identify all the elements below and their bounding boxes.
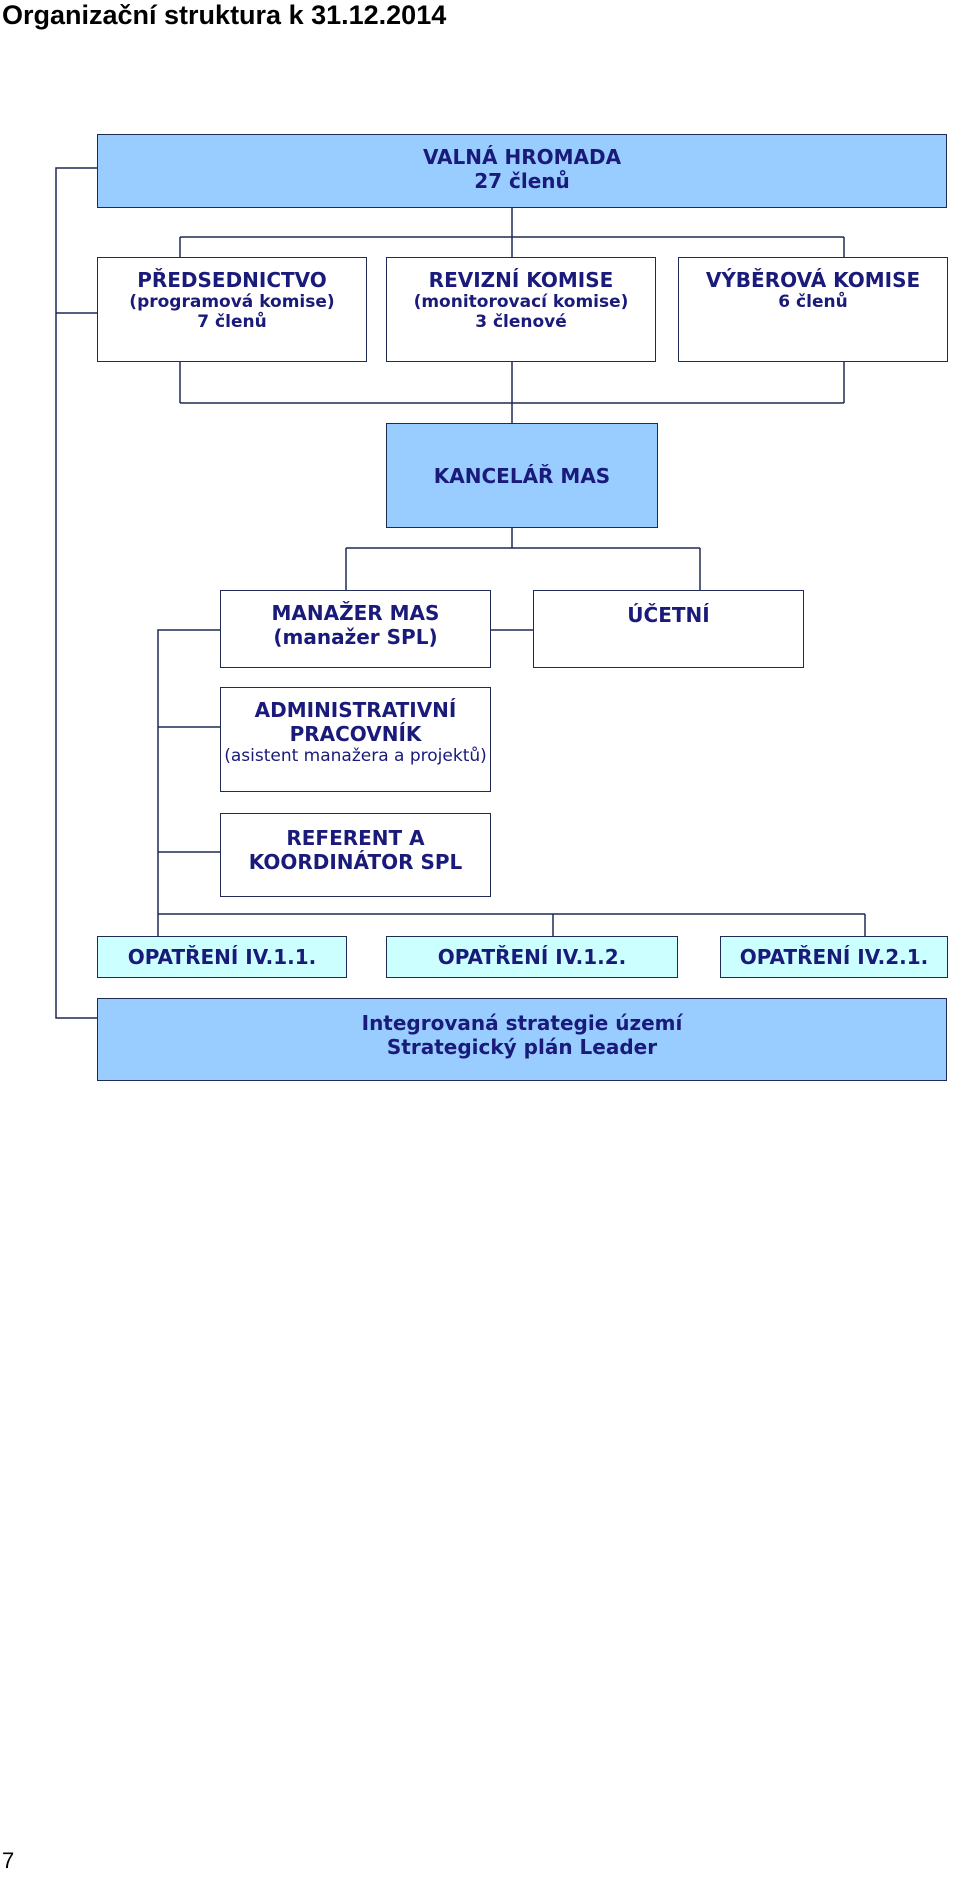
administrativni-pracovnik-subtitle: (asistent manažera a projektů) — [224, 746, 487, 766]
valna-hromada-box: VALNÁ HROMADA 27 členů — [97, 134, 947, 208]
administrativni-pracovnik-box: ADMINISTRATIVNÍ PRACOVNÍK (asistent mana… — [220, 687, 491, 792]
referent-box: REFERENT A KOORDINÁTOR SPL — [220, 813, 491, 897]
administrativni-pracovnik-title-2: PRACOVNÍK — [289, 722, 422, 746]
revizni-komise-subtitle: (monitorovací komise) — [413, 292, 629, 312]
predsednictvo-title: PŘEDSEDNICTVO — [137, 268, 327, 292]
revizni-komise-members: 3 členové — [475, 312, 567, 333]
org-chart: VALNÁ HROMADA 27 členů PŘEDSEDNICTVO (pr… — [55, 134, 948, 1081]
vyberova-komise-members: 6 členů — [778, 292, 848, 312]
predsednictvo-subtitle: (programová komise) — [129, 292, 335, 312]
opatreni-iv-1-1-label: OPATŘENÍ IV.1.1. — [127, 945, 317, 969]
revizni-komise-box: REVIZNÍ KOMISE (monitorovací komise) 3 č… — [386, 257, 656, 362]
valna-hromada-title: VALNÁ HROMADA — [422, 145, 622, 169]
strategie-title-1: Integrovaná strategie území — [361, 1011, 683, 1035]
staff-spine-line — [157, 629, 220, 936]
referent-title-2: KOORDINÁTOR SPL — [248, 850, 463, 874]
left-spine-line — [55, 167, 97, 1019]
predsednictvo-members: 7 členů — [197, 312, 267, 333]
revizni-komise-title: REVIZNÍ KOMISE — [428, 268, 614, 292]
page-title: Organizační struktura k 31.12.2014 — [2, 0, 447, 30]
kancelar-mas-title: KANCELÁŘ MAS — [433, 463, 611, 488]
manazer-mas-title: MANAŽER MAS — [271, 601, 440, 625]
strategie-box: Integrovaná strategie území Strategický … — [97, 998, 947, 1081]
kancelar-mas-box: KANCELÁŘ MAS — [386, 423, 658, 528]
opatreni-iv-2-1-box: OPATŘENÍ IV.2.1. — [720, 936, 948, 978]
administrativni-pracovnik-title-1: ADMINISTRATIVNÍ — [254, 698, 457, 722]
connector-lines — [55, 167, 866, 1019]
referent-title-1: REFERENT A — [286, 826, 425, 850]
ucetni-box: ÚČETNÍ — [533, 590, 804, 668]
opatreni-iv-2-1-label: OPATŘENÍ IV.2.1. — [739, 945, 929, 969]
opatreni-iv-1-2-box: OPATŘENÍ IV.1.2. — [386, 936, 678, 978]
opatreni-iv-1-2-label: OPATŘENÍ IV.1.2. — [437, 945, 627, 969]
ucetni-title: ÚČETNÍ — [627, 603, 710, 627]
opatreni-iv-1-1-box: OPATŘENÍ IV.1.1. — [97, 936, 347, 978]
predsednictvo-box: PŘEDSEDNICTVO (programová komise) 7 člen… — [97, 257, 367, 362]
valna-hromada-members: 27 členů — [474, 169, 570, 193]
manazer-mas-subtitle: (manažer SPL) — [273, 625, 438, 649]
manazer-mas-box: MANAŽER MAS (manažer SPL) — [220, 590, 491, 668]
page-number: 7 — [2, 1848, 15, 1873]
vyberova-komise-box: VÝBĚROVÁ KOMISE 6 členů — [678, 257, 948, 362]
strategie-title-2: Strategický plán Leader — [386, 1035, 658, 1059]
vyberova-komise-title: VÝBĚROVÁ KOMISE — [705, 268, 921, 292]
